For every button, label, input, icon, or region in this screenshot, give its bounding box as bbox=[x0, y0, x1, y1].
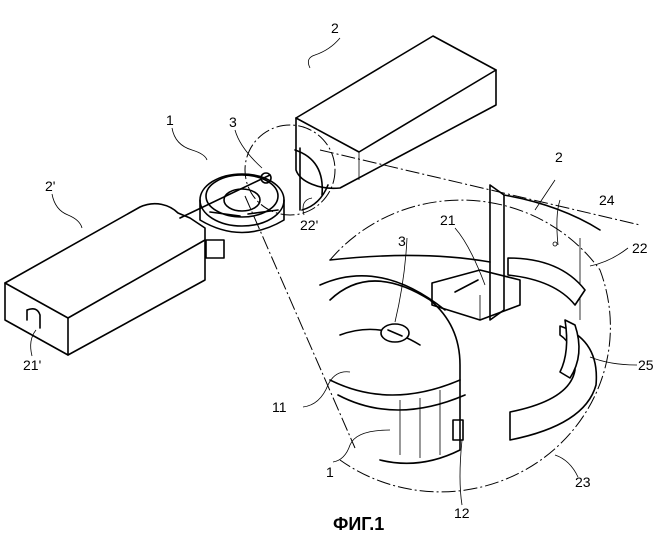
label-3-small: 3 bbox=[229, 114, 237, 130]
block-2 bbox=[295, 35, 497, 190]
label-2-prime: 2' bbox=[45, 178, 55, 194]
block-2-prime bbox=[4, 202, 225, 356]
label-21-prime: 21' bbox=[23, 357, 41, 373]
label-12: 12 bbox=[454, 505, 470, 521]
label-22: 22 bbox=[632, 240, 648, 256]
label-1-detail: 1 bbox=[326, 464, 334, 480]
label-24: 24 bbox=[599, 192, 615, 208]
figure-caption: ФИГ.1 bbox=[333, 514, 384, 534]
label-22-prime: 22' bbox=[300, 217, 318, 233]
label-3-detail: 3 bbox=[398, 233, 406, 249]
detail-circle-large bbox=[319, 184, 611, 493]
label-2-top: 2 bbox=[331, 20, 339, 36]
leader-lines bbox=[30, 37, 638, 506]
projection-line-lower bbox=[244, 195, 356, 449]
label-25: 25 bbox=[638, 357, 654, 373]
ring-1-small bbox=[179, 172, 285, 234]
projection-line-upper bbox=[319, 149, 641, 226]
detail-circle-small bbox=[244, 124, 336, 216]
label-23: 23 bbox=[575, 474, 591, 490]
label-21: 21 bbox=[440, 212, 456, 228]
label-2-detail: 2 bbox=[555, 149, 563, 165]
label-11: 11 bbox=[272, 399, 287, 415]
label-1-small: 1 bbox=[166, 112, 174, 128]
